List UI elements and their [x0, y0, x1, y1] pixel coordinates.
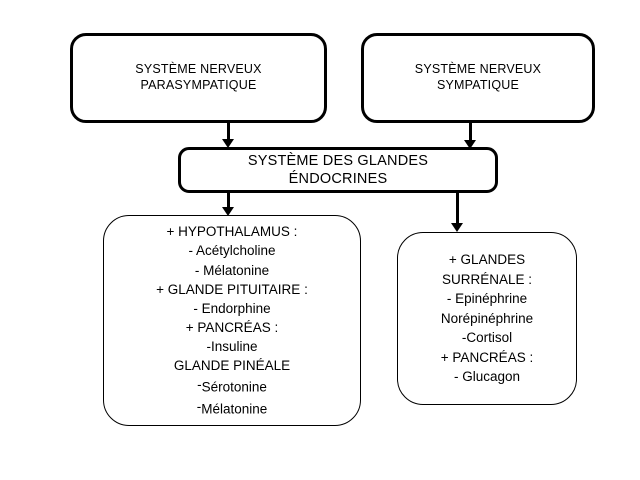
node-parasympathetic-line-1: SYSTÈME NERVEUX	[135, 62, 262, 77]
left-glands-line-10: -Mélatonine	[196, 399, 268, 417]
arrow-parasympathetic-to-endocrine	[221, 122, 235, 148]
node-sympathetic-line-2: SYMPATIQUE	[436, 78, 520, 92]
left-glands-line-7: -Insuline	[206, 339, 258, 355]
left-glands-line-8: GLANDE PINÉALE	[173, 358, 291, 374]
arrow-shaft	[226, 192, 230, 207]
node-sympathetic-line-1: SYSTÈME NERVEUX	[414, 62, 542, 77]
node-endocrine-glands-system[interactable]: SYSTÈME DES GLANDES ÉNDOCRINES	[178, 147, 498, 193]
arrow-head-icon	[222, 207, 234, 216]
arrow-shaft	[468, 122, 472, 140]
right-glands-line-7: - Glucagon	[453, 369, 521, 385]
right-glands-line-6: + PANCRÉAS :	[440, 349, 534, 365]
left-glands-line-6: + PANCRÉAS :	[185, 320, 279, 335]
arrow-shaft	[226, 122, 230, 139]
left-glands-line-4: + GLANDE PITUITAIRE :	[156, 281, 308, 297]
node-left-glands-detail[interactable]: + HYPOTHALAMUS : - Acétylcholine - Mélat…	[103, 215, 361, 426]
left-glands-line-3: - Mélatonine	[194, 262, 270, 278]
node-endocrine-line-1: SYSTÈME DES GLANDES	[247, 152, 429, 169]
arrow-head-icon	[451, 223, 463, 232]
arrow-endocrine-to-right-glands	[450, 193, 464, 232]
right-glands-line-1: + GLANDES	[448, 252, 526, 268]
node-right-glands-detail[interactable]: + GLANDES SURRÉNALE : - Epinéphrine Noré…	[397, 232, 577, 405]
left-glands-line-2: - Acétylcholine	[188, 243, 276, 259]
arrow-head-icon	[464, 140, 476, 149]
right-glands-line-5: -Cortisol	[461, 330, 513, 346]
right-glands-line-2: SURRÉNALE :	[441, 271, 533, 287]
left-glands-line-1: + HYPOTHALAMUS :	[166, 224, 298, 240]
node-parasympathetic-nervous-system[interactable]: SYSTÈME NERVEUX PARASYMPATIQUE	[70, 33, 327, 123]
node-sympathetic-nervous-system[interactable]: SYSTÈME NERVEUX SYMPATIQUE	[361, 33, 595, 123]
arrow-shaft	[455, 193, 459, 223]
arrow-head-icon	[222, 139, 234, 148]
left-glands-line-5: - Endorphine	[193, 300, 271, 316]
raised-hyphen: -	[196, 399, 202, 415]
left-glands-line-9: -Sérotonine	[197, 377, 267, 395]
arrow-endocrine-to-left-glands	[221, 192, 235, 216]
node-endocrine-line-2: ÉNDOCRINES	[288, 171, 388, 187]
right-glands-line-4: Norépinéphrine	[440, 310, 534, 326]
raised-hyphen: -	[197, 377, 202, 393]
node-parasympathetic-line-2: PARASYMPATIQUE	[140, 78, 257, 92]
right-glands-line-3: - Epinéphrine	[446, 291, 528, 307]
arrow-sympathetic-to-endocrine	[463, 122, 477, 149]
